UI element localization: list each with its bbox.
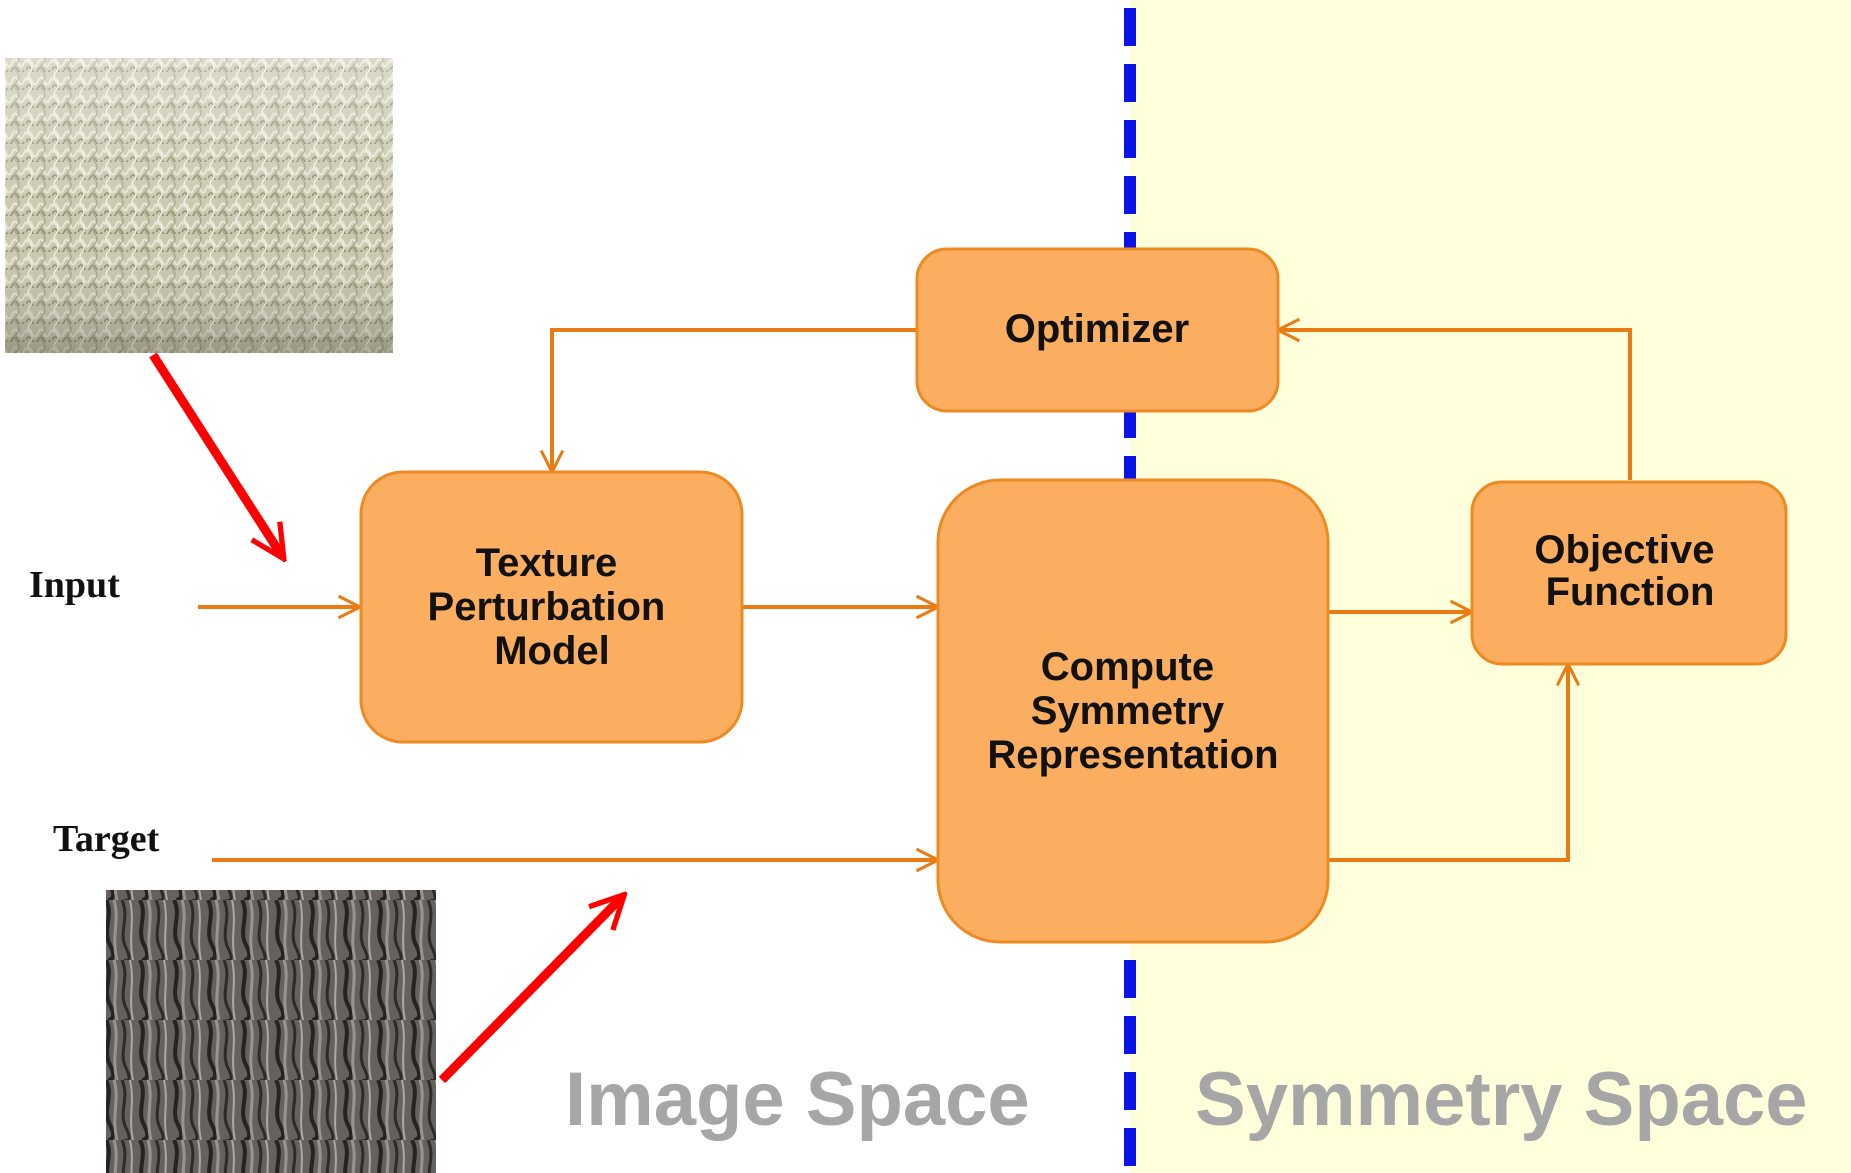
objective-label-line1: Objective: [1534, 528, 1714, 572]
optimizer-to-model-arrow: [552, 328, 917, 470]
symmetry-label-line3: Representation: [987, 733, 1278, 777]
target-texture-image: [106, 890, 436, 1173]
target-image-arrow: [438, 897, 622, 1084]
svg-text:Compute Symmetry R: Compute Symmetry Representation: [987, 645, 1278, 777]
texture-model-label-line3: Model: [494, 629, 610, 673]
texture-perturbation-model-box: Texture Perturbation Model: [359, 470, 744, 744]
svg-text:Objective Function: Objective Function: [1534, 528, 1725, 614]
svg-text:Optimizer: Optimizer: [1005, 307, 1189, 351]
objective-to-optimizer-arrow: [1280, 330, 1632, 480]
texture-model-label-line2: Perturbation: [428, 585, 666, 629]
image-space-label: Image Space: [565, 1057, 1030, 1142]
objective-label-line2: Function: [1546, 570, 1715, 614]
target-label: Target: [53, 818, 160, 860]
optimizer-box: Optimizer: [915, 247, 1280, 413]
svg-text:Texture Perturbation: Texture Perturbation Model: [428, 541, 677, 673]
symmetry-space-label: Symmetry Space: [1195, 1057, 1808, 1142]
symmetry-label-line1: Compute: [1041, 645, 1214, 689]
optimizer-label: Optimizer: [1005, 307, 1189, 351]
symmetry-label-line2: Symmetry: [1031, 689, 1225, 733]
symmetry-to-objective-bottom-arrow: [1328, 666, 1568, 862]
input-label: Input: [29, 564, 120, 606]
texture-model-label-line1: Texture: [476, 541, 618, 585]
flow-connectors: [198, 328, 1632, 862]
input-image-arrow: [149, 352, 282, 556]
symmetry-representation-box: Compute Symmetry Representation: [936, 478, 1330, 944]
input-texture-image: [5, 58, 393, 353]
objective-function-box: Objective Function: [1470, 480, 1788, 666]
